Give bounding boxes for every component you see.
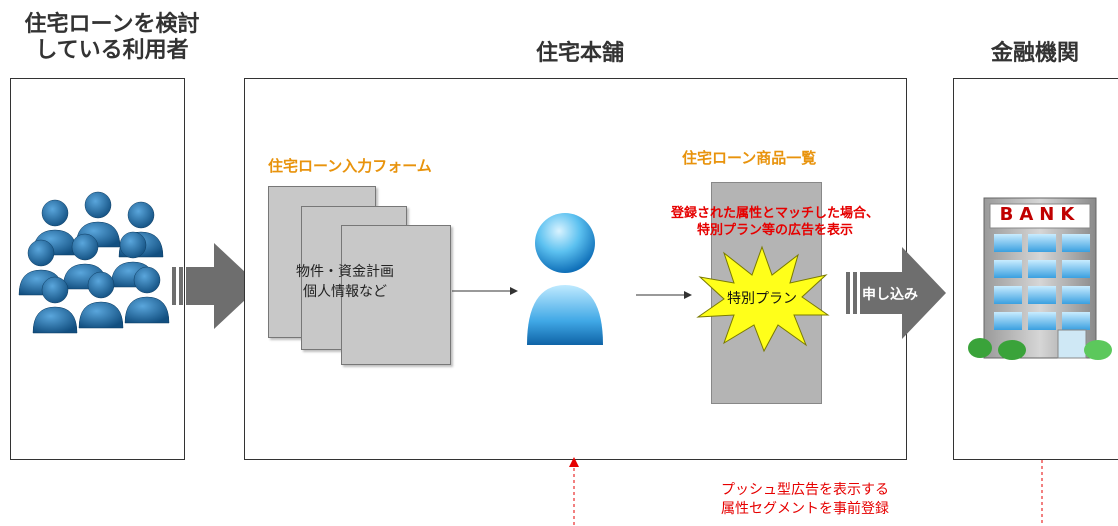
match-note-line2: 特別プラン等の広告を表示	[696, 223, 853, 238]
match-note-line1: 登録された属性とマッチした場合、	[670, 206, 879, 221]
users-heading: 住宅ローンを検討 している利用者	[12, 12, 212, 64]
form-title: 住宅ローン入力フォーム	[268, 157, 432, 175]
push-note-line2: 属性セグメントを事前登録	[721, 501, 889, 517]
store-heading: 住宅本舗	[535, 41, 624, 66]
push-note: プッシュ型広告を表示する 属性セグメントを事前登録	[690, 481, 920, 519]
bank-building-icon	[968, 197, 1112, 360]
users-heading-line2: している利用者	[35, 38, 189, 63]
starburst-icon	[696, 245, 830, 353]
users-heading-line1: 住宅ローンを検討	[24, 12, 200, 37]
arrow-form-to-user	[452, 287, 518, 295]
special-plan-label: 特別プラン	[727, 291, 797, 307]
products-title: 住宅ローン商品一覧	[682, 149, 817, 167]
apply-arrow	[846, 247, 946, 339]
form-line1: 物件・資金計画	[296, 264, 394, 280]
bank-sign: BANK	[999, 204, 1081, 225]
flow-arrow-to-store	[172, 243, 260, 329]
bank-heading: 金融機関	[990, 41, 1079, 66]
form-line2: 個人情報など	[303, 284, 387, 300]
bank-dashed-line	[1041, 460, 1043, 526]
form-content: 物件・資金計画 個人情報など	[290, 262, 400, 302]
arrow-user-to-products	[636, 291, 692, 299]
push-arrow	[569, 457, 579, 525]
person-icon	[527, 213, 603, 345]
form-document-3	[341, 225, 451, 365]
match-note: 登録された属性とマッチした場合、 特別プラン等の広告を表示	[630, 205, 920, 239]
people-group-icon	[18, 191, 170, 334]
apply-arrow-label: 申し込み	[862, 287, 918, 303]
push-note-line1: プッシュ型広告を表示する	[721, 482, 889, 498]
